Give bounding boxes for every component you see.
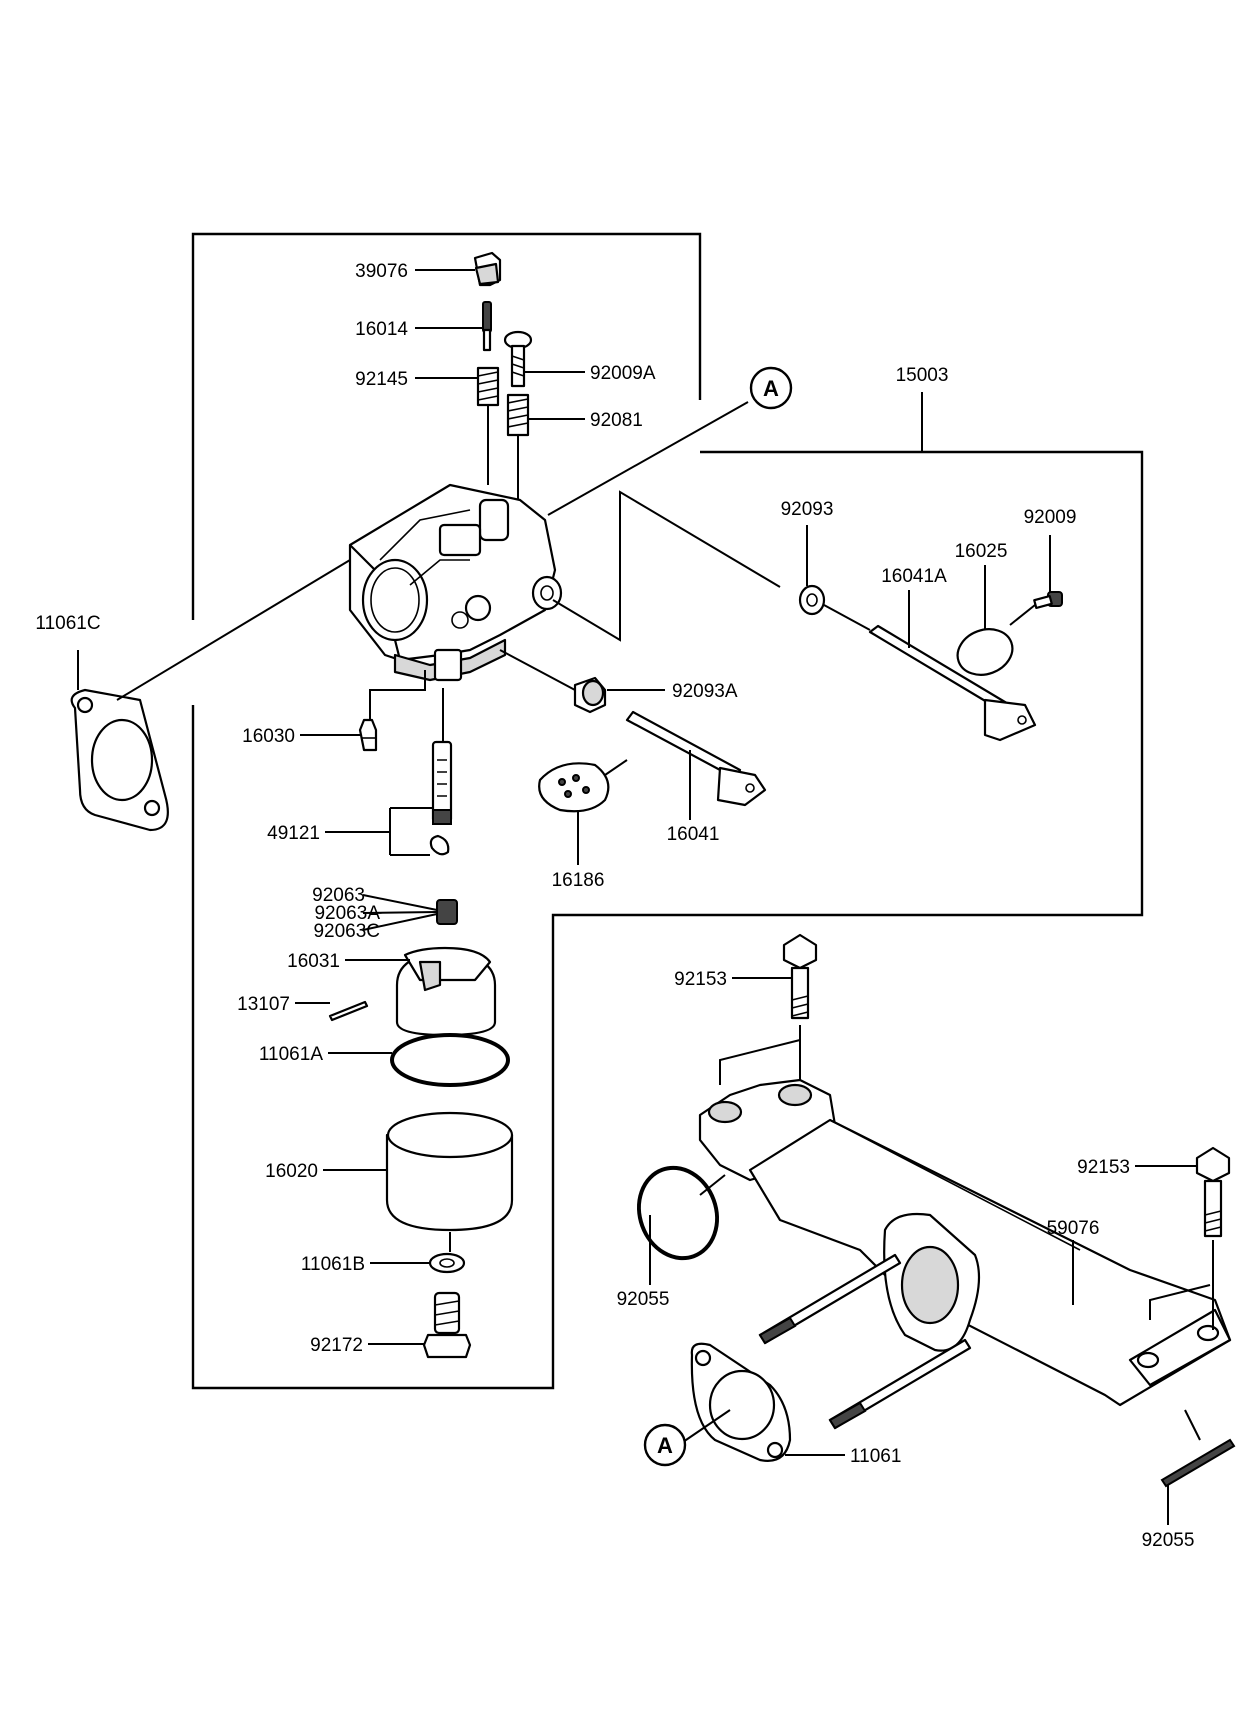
part-92081-spring xyxy=(506,393,530,437)
part-16030-jet xyxy=(358,718,378,752)
label-92145: 92145 xyxy=(355,369,408,390)
label-92093: 92093 xyxy=(781,499,834,520)
leader-92055-a-to-pipe xyxy=(699,1174,726,1196)
carburetor-assembly-frame xyxy=(191,232,1144,1390)
leader-a-bottom-to-gasket xyxy=(682,1409,731,1443)
label-92172: 92172 xyxy=(310,1335,363,1356)
label-16031: 16031 xyxy=(287,951,340,972)
part-49121-tube xyxy=(429,740,453,856)
leader-92055-b-up xyxy=(1184,1409,1201,1441)
label-92081: 92081 xyxy=(590,410,643,431)
part-92093-bushing xyxy=(798,584,826,616)
label-16041A: 16041A xyxy=(881,566,947,587)
part-16031-float xyxy=(395,946,497,1037)
label-59076: 59076 xyxy=(1047,1218,1100,1239)
leader-carb-to-shaft xyxy=(552,490,781,642)
part-92009A-screw xyxy=(503,330,533,388)
leader-11061C-to-carb xyxy=(116,559,351,701)
label-92063C: 92063C xyxy=(313,921,380,942)
label-11061A: 11061A xyxy=(259,1044,323,1065)
label-92009A: 92009A xyxy=(590,363,656,384)
label-92153-lower: 92153 xyxy=(1077,1157,1130,1178)
part-92153-bolt-lower xyxy=(1195,1146,1231,1238)
leader-16030-up xyxy=(369,670,426,720)
part-16014-needle xyxy=(482,301,492,352)
label-16041: 16041 xyxy=(667,824,720,845)
leader-92093-to-shaft xyxy=(823,604,871,631)
part-studs xyxy=(758,1253,972,1430)
part-16041-choke-shaft xyxy=(625,710,767,807)
label-16030: 16030 xyxy=(242,726,295,747)
label-92153-upper: 92153 xyxy=(674,969,727,990)
label-15003: 15003 xyxy=(896,365,949,386)
label-11061: 11061 xyxy=(850,1446,901,1467)
label-92009: 92009 xyxy=(1024,507,1077,528)
part-16186-choke-plate xyxy=(538,762,610,813)
label-92093A: 92093A xyxy=(672,681,738,702)
leader-92063-group xyxy=(362,894,438,931)
label-92063A: 92063A xyxy=(314,903,380,924)
label-11061C: 11061C xyxy=(35,613,100,634)
label-16020: 16020 xyxy=(265,1161,318,1182)
part-39076-cap xyxy=(473,251,502,287)
callout-a-bottom-letter: A xyxy=(657,1433,673,1458)
label-16186: 16186 xyxy=(552,870,605,891)
label-16014: 16014 xyxy=(355,319,408,340)
part-59076-intake xyxy=(698,1078,1232,1407)
part-92172-bolt xyxy=(422,1291,472,1359)
part-13107-pin xyxy=(328,1000,369,1022)
part-11061B-washer xyxy=(428,1252,466,1274)
part-92055-oring xyxy=(636,1165,720,1261)
part-92153-bolt-upper xyxy=(782,933,818,1020)
label-16025: 16025 xyxy=(955,541,1008,562)
leader-carb-to-a-top xyxy=(547,401,749,516)
label-13107: 13107 xyxy=(237,994,290,1015)
part-92055-seal-strip xyxy=(1160,1438,1236,1488)
label-11061B: 11061B xyxy=(301,1254,365,1275)
part-16041A-shaft xyxy=(868,624,1037,742)
part-11061A-oring xyxy=(390,1033,510,1087)
leader-49121 xyxy=(325,807,433,856)
leader-59076-bracket xyxy=(719,1039,1211,1320)
part-16020-bowl xyxy=(385,1111,514,1232)
label-49121: 49121 xyxy=(267,823,320,844)
part-16025-plate xyxy=(956,628,1014,676)
callout-a-top: A xyxy=(749,366,793,410)
part-92093A-bushing xyxy=(573,676,607,714)
carburetor-body xyxy=(348,483,563,682)
label-92055-oring: 92055 xyxy=(617,1289,670,1310)
label-92063: 92063 xyxy=(312,885,365,906)
part-92063-jet xyxy=(436,899,458,925)
label-39076: 39076 xyxy=(355,261,408,282)
leader-92009-to-plate xyxy=(1009,604,1036,626)
callout-a-top-letter: A xyxy=(763,376,779,401)
callout-a-bottom: A xyxy=(643,1423,687,1467)
part-11061C-gasket xyxy=(70,688,169,832)
label-92055-strip: 92055 xyxy=(1142,1530,1195,1551)
part-92145-spring xyxy=(476,366,500,407)
leader-16186 xyxy=(577,759,628,865)
part-92009-screw xyxy=(1033,591,1063,610)
part-11061-gasket xyxy=(690,1342,792,1462)
leader-carb-to-92093A xyxy=(499,649,576,691)
